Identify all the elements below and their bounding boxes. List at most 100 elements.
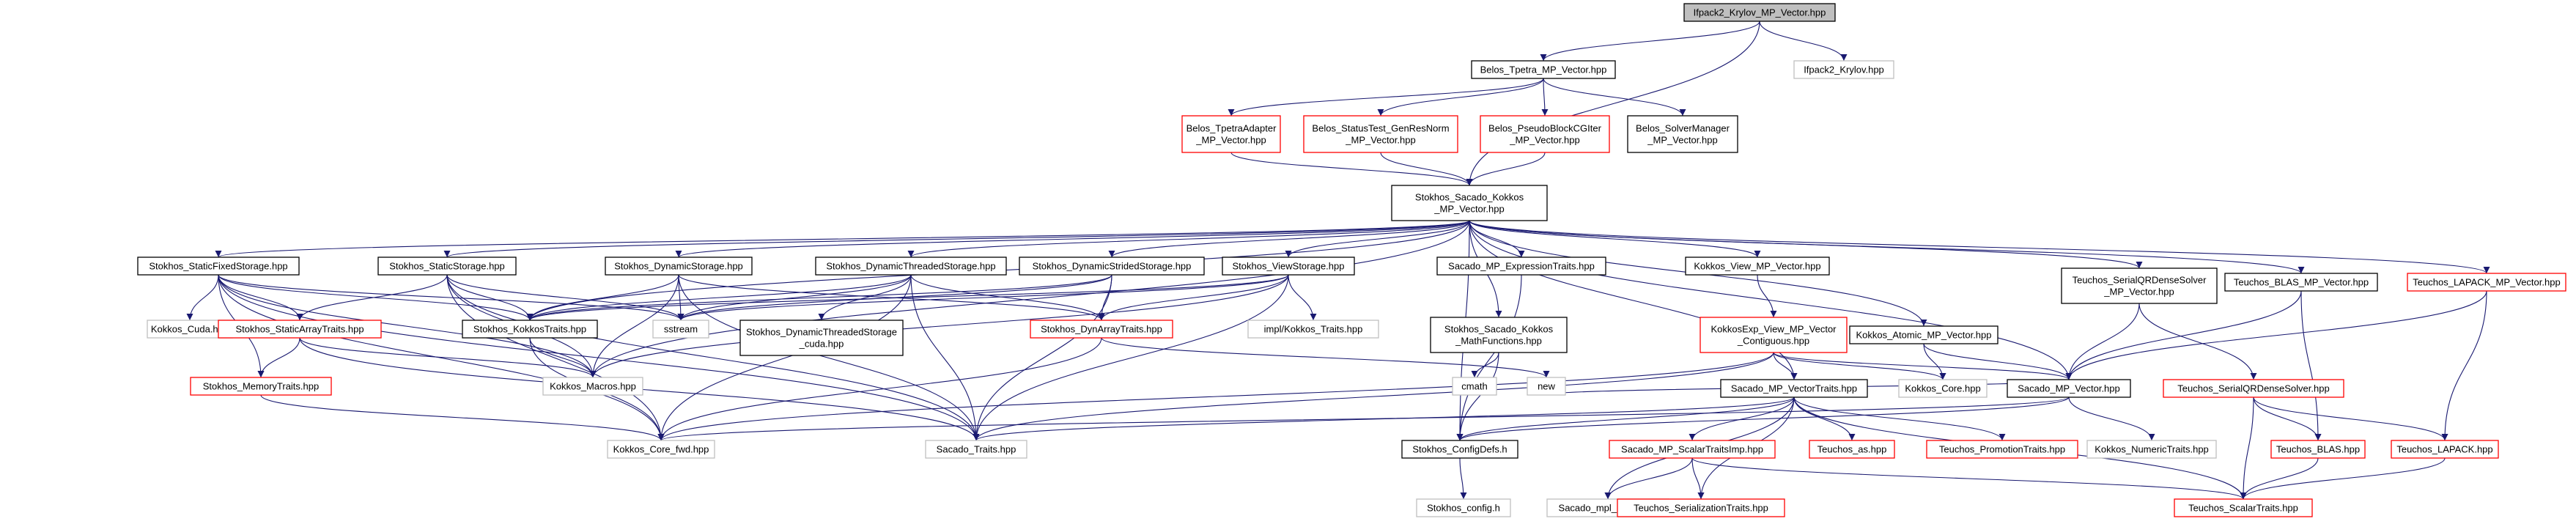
- node-teuchos_promotiontraits[interactable]: Teuchos_PromotionTraits.hpp: [1926, 440, 2078, 459]
- node-kokkos_cuda[interactable]: Kokkos_Cuda.hpp: [147, 320, 233, 339]
- node-box: [1391, 185, 1548, 221]
- node-sacado_mp_vectortraits[interactable]: Sacado_MP_VectorTraits.hpp: [1720, 379, 1868, 398]
- edge-dynamicstorage-to-kokkos_macros: [589, 274, 679, 378]
- node-ifpack2_krylov[interactable]: Ifpack2_Krylov.hpp: [1793, 60, 1894, 79]
- edge-line: [1101, 337, 1550, 378]
- node-kokkos_view_mp[interactable]: Kokkos_View_MP_Vector.hpp: [1685, 257, 1830, 276]
- node-teuchos_lapack[interactable]: Teuchos_LAPACK.hpp: [2391, 440, 2499, 459]
- node-new[interactable]: new: [1527, 377, 1566, 396]
- edge-line: [1469, 220, 1761, 258]
- node-kokkos_atomic_mp[interactable]: Kokkos_Atomic_MP_Vector.hpp: [1849, 325, 1999, 344]
- edge-viewstorage-to-sacado_traits: [973, 274, 1289, 441]
- node-belos_statustest[interactable]: Belos_StatusTest_GenResNorm_MP_Vector.hp…: [1303, 115, 1458, 153]
- edge-line: [677, 274, 1289, 321]
- node-sacado_mp_scalartraitsimp[interactable]: Sacado_MP_ScalarTraitsImp.hpp: [1609, 440, 1776, 459]
- node-dynthreaded_cuda[interactable]: Stokhos_DynamicThreadedStorage_cuda.hpp: [739, 320, 904, 356]
- node-box: [1030, 320, 1173, 339]
- edge-dynstrided-to-kokkostraits: [526, 274, 1112, 321]
- node-box: [2270, 440, 2366, 459]
- node-label: Kokkos_Core_fwd.hpp: [613, 443, 709, 454]
- edge-viewstorage-to-kokkostraits: [526, 274, 1289, 321]
- edge-kokkosexp_view-to-kokkos_core: [1773, 352, 1946, 380]
- node-label: Kokkos_Core.hpp: [1905, 383, 1980, 394]
- edge-line: [446, 274, 534, 321]
- node-sacado_traits[interactable]: Sacado_Traits.hpp: [925, 440, 1027, 459]
- node-teuchos_as[interactable]: Teuchos_as.hpp: [1809, 440, 1895, 459]
- node-teuchos_scalartraits[interactable]: Teuchos_ScalarTraits.hpp: [2174, 498, 2313, 517]
- edge-belos_pseudoblock-to-sacado_kokkos: [1466, 152, 1546, 186]
- node-teuchos_serializationtraits[interactable]: Teuchos_SerializationTraits.hpp: [1617, 498, 1785, 517]
- node-staticstorage[interactable]: Stokhos_StaticStorage.hpp: [377, 257, 517, 276]
- edge-line: [1380, 152, 1473, 186]
- edge-staticstorage-to-kokkostraits: [446, 274, 534, 321]
- edge-line: [2068, 396, 2155, 441]
- edge-line: [1469, 220, 1798, 380]
- node-sacado_mp_vector[interactable]: Sacado_MP_Vector.hpp: [2007, 379, 2131, 398]
- node-cmath[interactable]: cmath: [1452, 377, 1497, 396]
- node-label: Stokhos_DynArrayTraits.hpp: [1041, 323, 1162, 334]
- edge-line: [444, 220, 1470, 258]
- node-box: [1480, 115, 1610, 153]
- edge-teuchos_serialqr-to-teuchos_scalartraits: [2240, 396, 2254, 500]
- node-label: Teuchos_SerializationTraits.hpp: [1634, 502, 1768, 513]
- node-root[interactable]: Ifpack2_Krylov_MP_Vector.hpp: [1683, 3, 1836, 22]
- node-kokkos_core_fwd[interactable]: Kokkos_Core_fwd.hpp: [607, 440, 715, 459]
- edge-line: [2240, 457, 2319, 500]
- node-kokkos_macros[interactable]: Kokkos_Macros.hpp: [542, 377, 643, 396]
- node-belos_solvermanager[interactable]: Belos_SolverManager_MP_Vector.hpp: [1627, 115, 1738, 153]
- node-label: Stokhos_KokkosTraits.hpp: [473, 323, 586, 334]
- edge-line: [1793, 396, 2006, 441]
- node-belos_tpetraadapter[interactable]: Belos_TpetraAdapter_MP_Vector.hpp: [1181, 115, 1281, 153]
- node-kokkos_core[interactable]: Kokkos_Core.hpp: [1898, 379, 1988, 398]
- node-box: [1809, 440, 1895, 459]
- edge-line: [2138, 303, 2257, 380]
- edge-line: [657, 352, 1774, 441]
- edge-kokkosexp_view-to-sacado_traits: [973, 352, 1774, 441]
- node-dynstrided[interactable]: Stokhos_DynamicStridedStorage.hpp: [1019, 257, 1205, 276]
- node-box: [652, 320, 709, 339]
- node-viewstorage[interactable]: Stokhos_ViewStorage.hpp: [1222, 257, 1355, 276]
- node-impl_kokkos_traits[interactable]: impl/Kokkos_Traits.hpp: [1247, 320, 1379, 339]
- node-belos_tpetra[interactable]: Belos_Tpetra_MP_Vector.hpp: [1471, 60, 1616, 79]
- node-teuchos_blas[interactable]: Teuchos_BLAS.hpp: [2270, 440, 2366, 459]
- node-label: _MP_Vector.hpp: [1433, 203, 1504, 214]
- node-sacado_kokkos_math[interactable]: Stokhos_Sacado_Kokkos_MathFunctions.hpp: [1430, 317, 1568, 353]
- node-label: _Contiguous.hpp: [1737, 335, 1809, 346]
- edge-line: [186, 274, 219, 321]
- edge-sacado_kokkos_math-to-cmath: [1471, 352, 1499, 378]
- edge-teuchos_lapack_mp-to-teuchos_lapack: [2441, 290, 2487, 441]
- node-kokkosexp_view[interactable]: KokkosExp_View_MP_Vector_Contiguous.hpp: [1700, 317, 1848, 353]
- node-dynarraytraits[interactable]: Stokhos_DynArrayTraits.hpp: [1030, 320, 1173, 339]
- node-label: _MP_Vector.hpp: [1345, 134, 1415, 145]
- node-staticarraytraits[interactable]: Stokhos_StaticArrayTraits.hpp: [218, 320, 382, 339]
- edge-dynthreaded-to-sacado_traits: [910, 274, 980, 441]
- node-staticfixed[interactable]: Stokhos_StaticFixedStorage.hpp: [137, 257, 300, 276]
- edge-line: [1923, 343, 2073, 380]
- edge-belos_tpetra-to-belos_pseudoblock: [1541, 78, 1549, 117]
- node-box: [2174, 498, 2313, 517]
- edge-sacado_mp_vectortraits-to-sacado_mp_scalartraitsimp: [1689, 396, 1795, 441]
- node-kokkostraits[interactable]: Stokhos_KokkosTraits.hpp: [462, 320, 598, 339]
- edge-line: [1773, 352, 2073, 380]
- node-belos_pseudoblock[interactable]: Belos_PseudoBlockCGIter_MP_Vector.hpp: [1480, 115, 1610, 153]
- node-box: [462, 320, 598, 339]
- node-dynthreaded[interactable]: Stokhos_DynamicThreadedStorage.hpp: [815, 257, 1007, 276]
- node-teuchos_serialqr[interactable]: Teuchos_SerialQRDenseSolver.hpp: [2163, 379, 2344, 398]
- node-label: Kokkos_NumericTraits.hpp: [2095, 443, 2209, 454]
- node-stokhos_config[interactable]: Stokhos_config.h: [1416, 498, 1511, 517]
- node-teuchos_lapack_mp[interactable]: Teuchos_LAPACK_MP_Vector.hpp: [2407, 273, 2566, 292]
- node-memorytraits[interactable]: Stokhos_MemoryTraits.hpp: [190, 377, 332, 396]
- node-label: Stokhos_Sacado_Kokkos: [1415, 191, 1524, 202]
- edge-line: [2253, 396, 2322, 441]
- node-sstream[interactable]: sstream: [652, 320, 709, 339]
- node-sacado_kokkos[interactable]: Stokhos_Sacado_Kokkos_MP_Vector.hpp: [1391, 185, 1548, 221]
- node-sacado_mp_expr[interactable]: Sacado_MP_ExpressionTraits.hpp: [1436, 257, 1606, 276]
- node-teuchos_blas_mp[interactable]: Teuchos_BLAS_MP_Vector.hpp: [2224, 273, 2378, 292]
- edge-dynarraytraits-to-new: [1101, 337, 1550, 378]
- node-kokkos_numerictraits[interactable]: Kokkos_NumericTraits.hpp: [2086, 440, 2217, 459]
- edge-stokhos_configdefs-to-stokhos_config: [1459, 457, 1467, 500]
- node-box: [2407, 273, 2566, 292]
- node-teuchos_serialqr_mp[interactable]: Teuchos_SerialQRDenseSolver_MP_Vector.hp…: [2061, 267, 2218, 304]
- node-stokhos_configdefs[interactable]: Stokhos_ConfigDefs.h: [1401, 440, 1518, 459]
- node-dynamicstorage[interactable]: Stokhos_DynamicStorage.hpp: [605, 257, 753, 276]
